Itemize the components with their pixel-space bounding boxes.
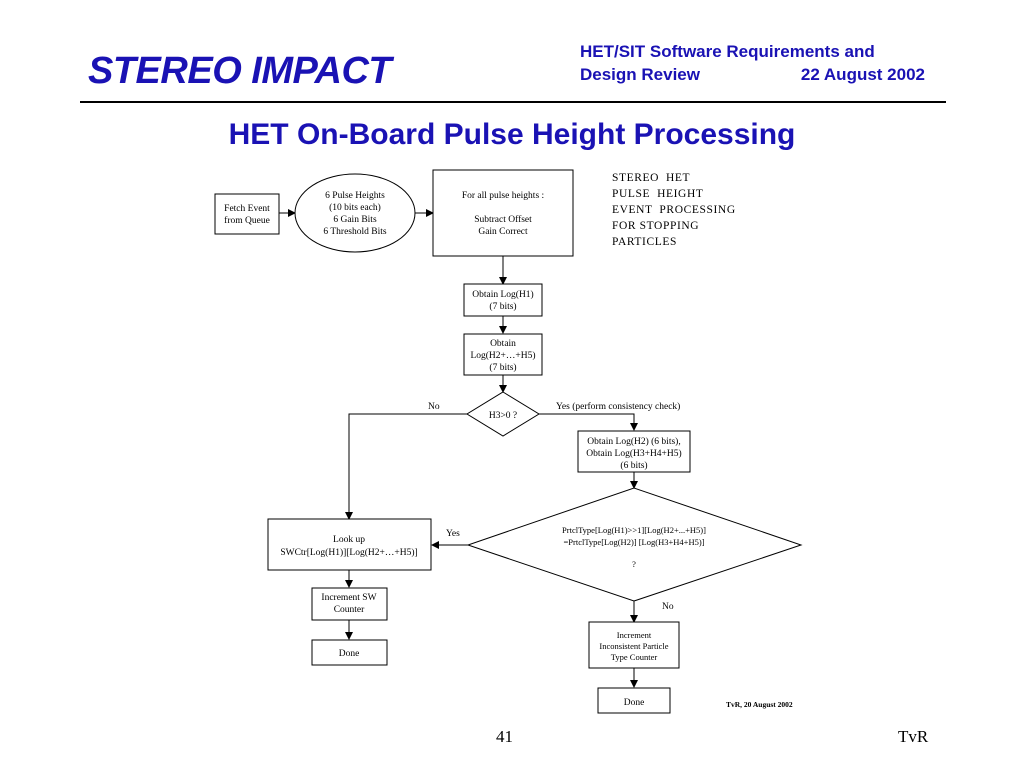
decision-h3-text: H3>0 ? — [489, 411, 517, 421]
box-for-all-pulse-heights — [432, 169, 574, 257]
inconsistent-line: Inconsistent Particle — [599, 641, 668, 651]
box-fetch-event — [214, 193, 280, 235]
box-increment-sw-counter — [311, 587, 388, 621]
inconsistent-line: Type Counter — [611, 652, 658, 662]
side-title-line: FOR STOPPING — [612, 220, 700, 232]
h2-h345-line: (6 bits) — [620, 460, 647, 471]
side-title-line: STEREO HET — [612, 172, 691, 184]
box-obtain-log-h2h5 — [463, 333, 543, 376]
side-title-line: EVENT PROCESSING — [612, 204, 736, 216]
h2h5-line: (7 bits) — [489, 362, 516, 373]
meeting-date: 22 August 2002 — [800, 65, 925, 84]
inconsistent-line: Increment — [617, 630, 652, 640]
h2-h345-line: Obtain Log(H2) (6 bits), — [587, 436, 680, 447]
slide-number: 41 — [496, 727, 513, 746]
forall-line: For all pulse heights : — [462, 191, 544, 201]
header-divider — [80, 101, 946, 103]
lookup-line: SWCtr[Log(H1)][Log(H2+…+H5)] — [280, 547, 417, 558]
inc-sw-line: Increment SW — [321, 593, 376, 603]
box-lookup-swctr — [267, 518, 432, 571]
label-yes-h3: Yes (perform consistency check) — [556, 401, 680, 412]
meeting-title-line1: HET/SIT Software Requirements and — [580, 42, 875, 61]
h2h5-line: Obtain — [490, 339, 516, 349]
meeting-title-line2: Design Review — [580, 65, 700, 84]
h2-h345-line: Obtain Log(H3+H4+H5) — [586, 448, 681, 459]
prtcl-line: ? — [632, 559, 636, 569]
prtcl-line: =PrtclType[Log(H2)] [Log(H3+H4+H5)] — [563, 537, 704, 547]
meeting-title-line2-row: Design Review 22 August 2002 — [580, 63, 925, 86]
lookup-line: Look up — [333, 535, 365, 545]
forall-line: Gain Correct — [478, 227, 528, 237]
box-done-right — [597, 687, 671, 714]
footer-author: TvR — [898, 727, 929, 746]
done-right-text: Done — [624, 698, 645, 708]
forall-line: Subtract Offset — [474, 214, 532, 225]
signature-text: TvR, 20 August 2002 — [726, 700, 793, 709]
side-title-line: PULSE HEIGHT — [612, 188, 704, 200]
arrow-decision-no — [345, 413, 467, 520]
arrow-decision-yes — [539, 413, 638, 431]
fetch-line: from Queue — [224, 215, 270, 226]
label-no-h3: No — [428, 402, 440, 412]
box-obtain-log-h1 — [463, 283, 543, 317]
meeting-header: HET/SIT Software Requirements and Design… — [580, 40, 925, 86]
prtcl-line: PrtclType[Log(H1)>>1][Log(H2+...+H5)] — [562, 525, 706, 535]
pulse-line: 6 Gain Bits — [333, 215, 377, 225]
brand-title: STEREO IMPACT — [88, 50, 392, 92]
box-increment-inconsistent — [588, 621, 680, 669]
fetch-line: Fetch Event — [224, 204, 270, 214]
inc-sw-line: Counter — [334, 605, 365, 615]
decision-h3-positive — [466, 391, 540, 437]
h1-line: (7 bits) — [489, 301, 516, 312]
pulse-line: 6 Threshold Bits — [323, 227, 386, 237]
h1-line: Obtain Log(H1) — [472, 289, 533, 300]
slide-title: HET On-Board Pulse Height Processing — [228, 118, 796, 151]
label-no-prtcl: No — [662, 602, 674, 612]
box-obtain-log-h2-h345 — [577, 430, 691, 473]
side-title-line: PARTICLES — [612, 236, 677, 248]
pulse-line: 6 Pulse Heights — [325, 191, 385, 201]
ellipse-pulse-heights — [294, 173, 416, 253]
box-done-left — [311, 639, 388, 666]
decision-prtcl-type — [466, 487, 803, 602]
pulse-line: (10 bits each) — [329, 202, 381, 213]
h2h5-line: Log(H2+…+H5) — [470, 350, 535, 361]
label-yes-prtcl: Yes — [446, 529, 460, 539]
done-left-text: Done — [339, 649, 360, 659]
diagram-side-title: STEREO HET PULSE HEIGHT EVENT PROCESSING… — [612, 170, 782, 250]
